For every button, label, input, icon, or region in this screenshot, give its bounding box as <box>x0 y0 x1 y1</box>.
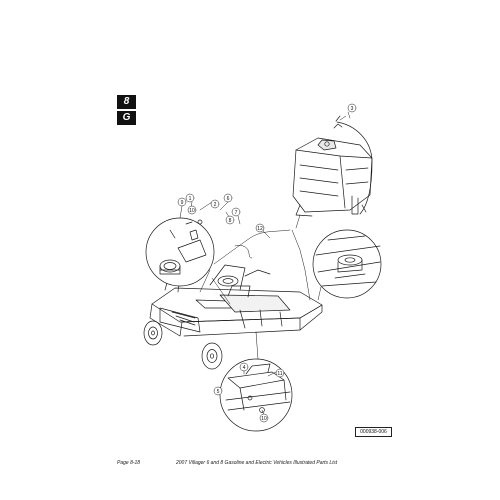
callout-10-lower: 10 <box>259 413 269 423</box>
rear-wheel <box>201 342 223 370</box>
callout-1-label: 1 <box>189 196 192 202</box>
callout-7-label: 7 <box>235 210 238 216</box>
callout-9: 9 <box>177 197 187 207</box>
footer-page-number: Page 8-18 <box>117 460 141 466</box>
detail-pump-assembly <box>145 217 215 287</box>
section-tab-number: 8 <box>117 95 136 109</box>
callout-11-label: 11 <box>277 371 282 377</box>
fuel-line <box>336 121 373 215</box>
part-callouts: 3 1 6 2 9 10 7 8 12 11 4 5 10 <box>177 103 357 423</box>
callout-6-label: 6 <box>227 196 230 202</box>
figure-code: 000938-006 <box>355 427 392 437</box>
fuel-cap-fastener <box>335 115 341 122</box>
detail-bracket <box>219 358 293 432</box>
callout-3: 3 <box>347 103 357 113</box>
vehicle-chassis <box>149 264 323 337</box>
callout-5-label: 5 <box>217 389 220 395</box>
section-tab-letter: G <box>117 111 136 125</box>
callout-12: 12 <box>255 223 265 233</box>
callout-8: 8 <box>225 215 235 225</box>
callout-5: 5 <box>213 386 223 396</box>
callout-9-label: 9 <box>181 200 184 206</box>
callout-7: 7 <box>231 207 241 217</box>
hose-clamp <box>333 123 343 129</box>
callout-4: 4 <box>239 362 249 372</box>
fuel-tank <box>292 137 373 217</box>
callout-10-upper: 10 <box>187 205 197 215</box>
callout-8-label: 8 <box>229 218 232 224</box>
callout-10-upper-label: 10 <box>189 208 195 214</box>
callout-11: 11 <box>275 368 285 378</box>
callout-2: 2 <box>210 199 220 209</box>
footer-document-title: 2007 Villager 6 and 8 Gasoline and Elect… <box>176 460 338 466</box>
detail-tank-mount <box>312 229 382 299</box>
callout-6: 6 <box>223 193 233 203</box>
callout-10-lower-label: 10 <box>261 416 267 422</box>
callout-3-label: 3 <box>351 106 354 112</box>
front-wheel <box>143 320 163 346</box>
callout-1: 1 <box>185 193 195 203</box>
callout-2-label: 2 <box>214 202 217 208</box>
callout-4-label: 4 <box>243 365 246 371</box>
callout-12-label: 12 <box>257 226 263 232</box>
